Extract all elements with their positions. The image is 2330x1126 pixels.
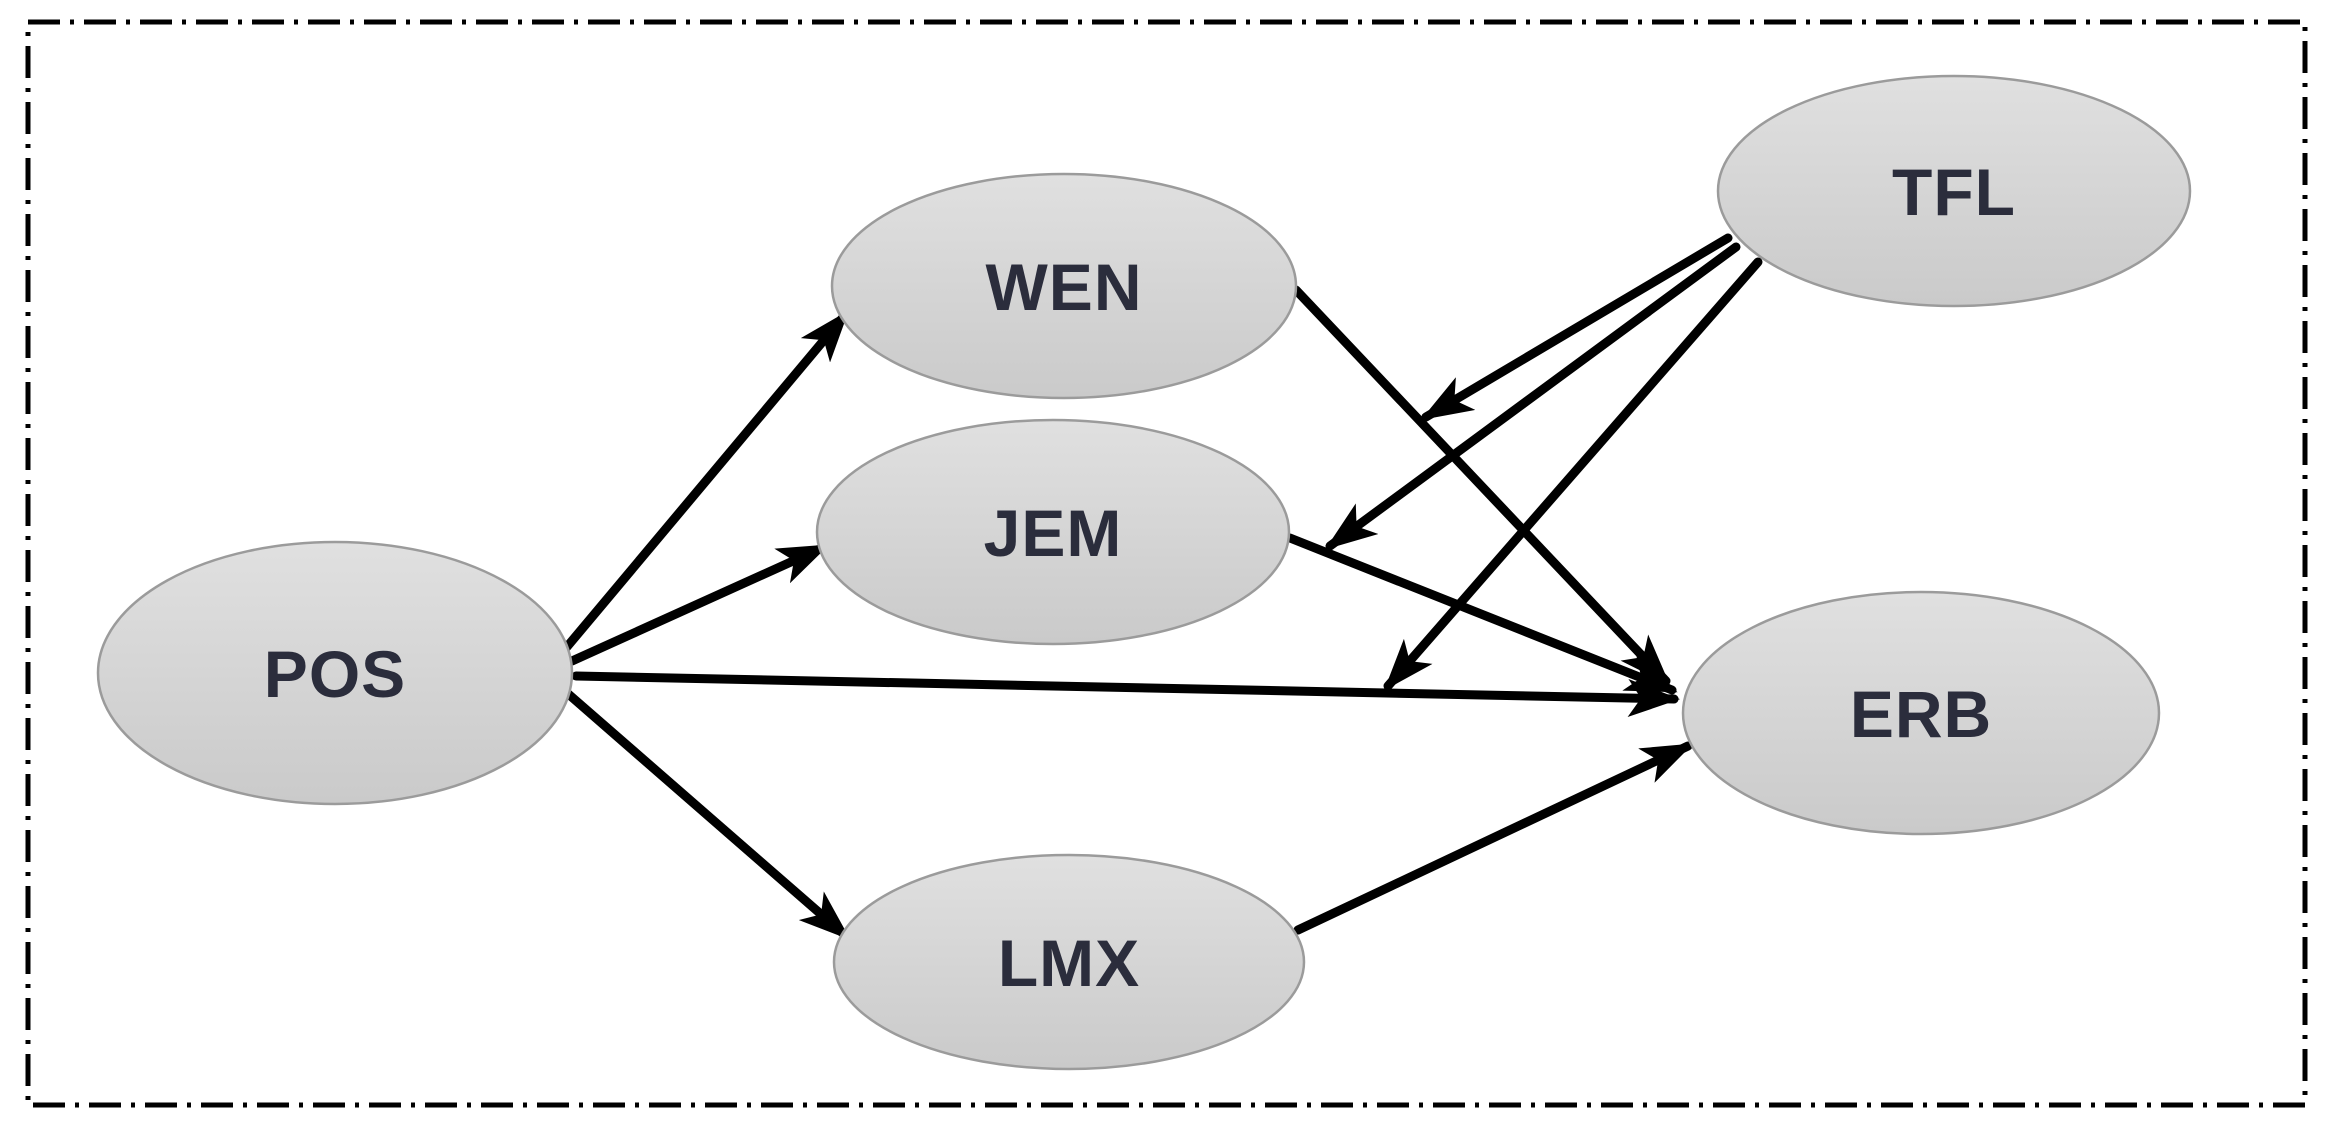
edge-arrow-lmx-erb — [1293, 741, 1694, 935]
node-label-jem: JEM — [984, 496, 1123, 570]
edge-arrow-wen-erb — [1291, 285, 1671, 686]
node-ellipse-jem — [815, 418, 1291, 646]
node-label-erb: ERB — [1850, 677, 1992, 751]
node-label-pos: POS — [264, 637, 406, 711]
node-tfl: TFL — [1716, 74, 2192, 308]
edge-arrow-tfl-pos-erb — [1383, 257, 1763, 691]
node-label-tfl: TFL — [1892, 155, 2016, 229]
nodes-layer: POS WEN JEM LMX TFL ERB — [96, 74, 2192, 1071]
edge-arrow-tfl-wen-erb — [1420, 233, 1733, 422]
node-ellipse-pos — [96, 540, 574, 806]
node-jem: JEM — [815, 418, 1291, 646]
edge-arrow-jem-erb — [1285, 533, 1678, 695]
node-erb: ERB — [1681, 590, 2161, 836]
figure-border — [25, 19, 2308, 1108]
node-lmx: LMX — [832, 853, 1306, 1071]
node-ellipse-lmx — [832, 853, 1306, 1071]
border-layer — [25, 19, 2308, 1108]
node-label-lmx: LMX — [998, 926, 1140, 1000]
node-ellipse-tfl — [1716, 74, 2192, 308]
edge-arrow-tfl-jem-erb — [1325, 242, 1741, 551]
edges-layer — [561, 233, 1763, 941]
node-pos: POS — [96, 540, 574, 806]
node-label-wen: WEN — [986, 250, 1143, 324]
edge-arrow-pos-erb — [571, 671, 1680, 718]
edge-arrow-pos-wen — [561, 310, 850, 653]
node-ellipse-erb — [1681, 590, 2161, 836]
edge-arrow-pos-lmx — [561, 687, 851, 941]
edge-arrow-pos-jem — [567, 542, 830, 666]
node-ellipse-wen — [830, 172, 1298, 400]
node-wen: WEN — [830, 172, 1298, 400]
